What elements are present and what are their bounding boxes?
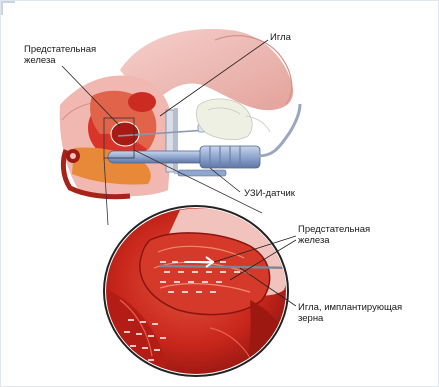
label-ultrasound-probe: УЗИ-датчик xyxy=(244,188,295,199)
template-plate xyxy=(166,108,178,174)
label-implanting-needle-line2: зерна xyxy=(298,313,402,324)
label-implanting-needle: Игла, имплантирующая зерна xyxy=(298,302,402,324)
label-prostate-top-line1: Предстательная xyxy=(24,44,96,55)
label-prostate-top-line2: железа xyxy=(24,55,96,66)
label-needle: Игла xyxy=(270,32,291,43)
zoomed-prostate-view xyxy=(100,200,300,384)
label-implanting-needle-line1: Игла, имплантирующая xyxy=(298,302,402,313)
label-prostate-zoom-line2: железа xyxy=(298,235,370,246)
label-prostate-zoom: Предстательная железа xyxy=(298,224,370,246)
label-prostate-zoom-line1: Предстательная xyxy=(298,224,370,235)
label-prostate-top: Предстательная железа xyxy=(24,44,96,66)
